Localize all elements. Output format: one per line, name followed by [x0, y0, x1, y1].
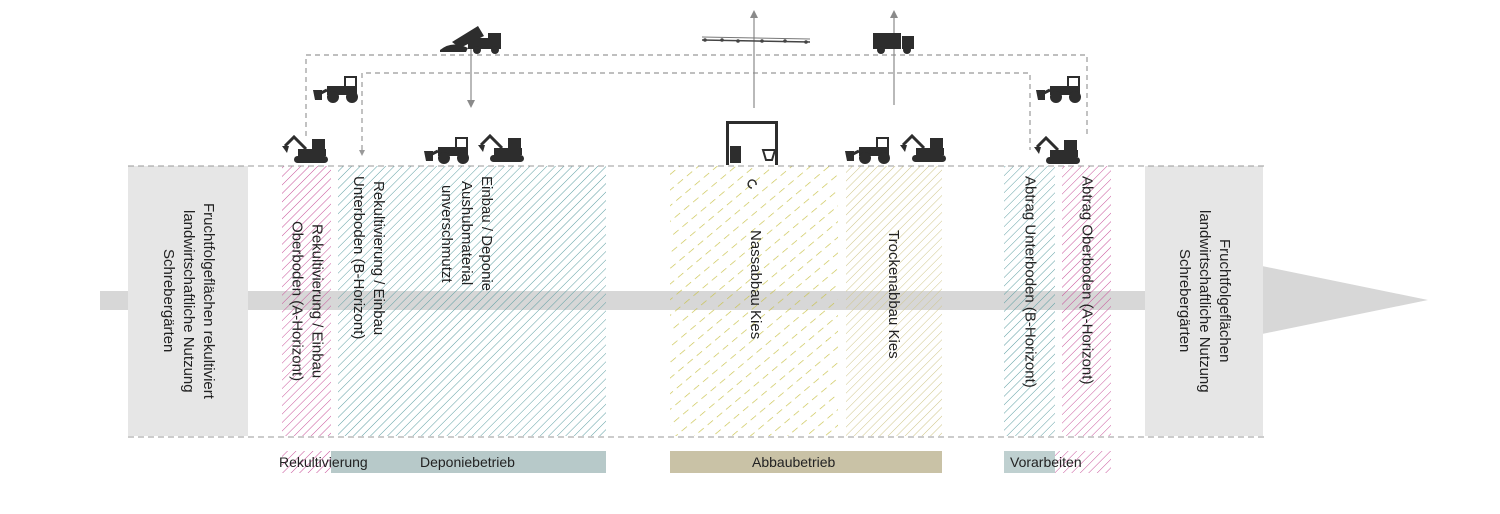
rekult-unterboden-label: Rekultivierung / Einbau Unterboden (B-Ho… — [350, 176, 387, 340]
right-fields-label: Fruchtfolgeflächen landwirtschaftliche N… — [1176, 209, 1233, 393]
rekult-oberboden-label: Rekultivierung / Einbau Oberboden (A-Hor… — [288, 220, 326, 382]
phase-bars — [282, 451, 1111, 473]
zone-rekult-unterboden — [338, 166, 606, 436]
zone-abtrag-oberboden — [1062, 166, 1111, 436]
transport-routes — [305, 54, 1088, 150]
zone-trockenabbau — [846, 166, 942, 436]
right-fields-panel — [1145, 166, 1263, 436]
phase-rekultivierung: Rekultivierung — [279, 454, 368, 470]
wheel-loader-icon — [1034, 75, 1083, 105]
zone-rekult-oberboden — [282, 166, 331, 436]
left-fields-panel — [128, 166, 248, 436]
truck-icon — [873, 33, 914, 54]
nassabbau-label: Nassabbau Kies — [747, 230, 764, 340]
excavator-icon — [476, 134, 526, 164]
phase-vorarbeiten: Vorarbeiten — [1010, 454, 1082, 470]
abtrag-oberboden-label: Abtrag Oberboden (A-Horizont) — [1078, 176, 1096, 385]
route-arrowhead — [359, 150, 365, 156]
wheel-loader-icon — [843, 136, 892, 166]
excavator-icon — [1032, 136, 1082, 166]
einbau-deponie-label: Einbau / Deponie Aushubmaterial unversch… — [438, 176, 495, 292]
phase-abbaubetrieb: Abbaubetrieb — [752, 454, 836, 470]
zone-nassabbau — [670, 166, 838, 436]
abtrag-unterboden-label: Abtrag Unterboden (B-Horizont) — [1021, 176, 1039, 388]
left-fields-label: Fruchtfolgeflächen rekultiviert landwirt… — [160, 203, 217, 399]
conveyor-icon — [701, 36, 811, 44]
excavator-icon — [898, 134, 948, 164]
zone-abtrag-unterboden — [1004, 166, 1055, 436]
dredger-icon — [726, 121, 778, 189]
phase-deponiebetrieb: Deponiebetrieb — [420, 454, 515, 470]
excavator-icon — [280, 135, 330, 165]
wheel-loader-icon — [311, 75, 360, 105]
vertical-arrows — [470, 16, 895, 108]
dump-truck-icon — [440, 26, 501, 54]
trockenabbau-label: Trockenabbau Kies — [885, 230, 902, 359]
wheel-loader-icon — [422, 136, 471, 166]
